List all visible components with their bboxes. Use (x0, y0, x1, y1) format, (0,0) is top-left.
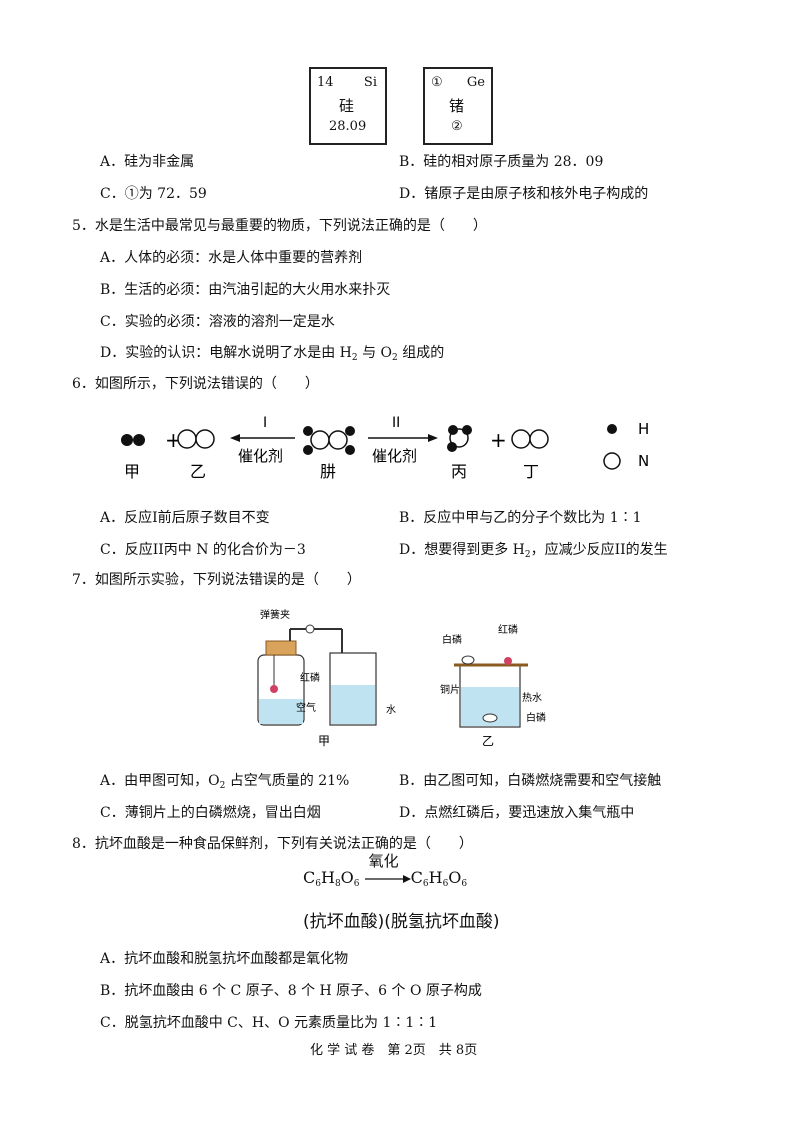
q5-stem: 5．水是生活中最常见与最重要的物质，下列说法正确的是（ ） (72, 218, 487, 234)
svg-text:热水: 热水 (522, 691, 542, 704)
q4-option-d: D．锗原子是由原子核和核外电子构成的 (399, 186, 649, 202)
svg-text:乙: 乙 (190, 462, 206, 481)
equation-arrow-label: 氧化 (368, 852, 399, 870)
equation-compound-names: (抗坏血酸)(脱氢抗坏血酸) (303, 912, 500, 932)
q6-option-d: D．想要得到更多 H2，应减少反应II的发生 (399, 542, 668, 560)
si-mass: 28.09 (329, 119, 367, 134)
q6-stem: 6．如图所示，下列说法错误的（ ） (72, 376, 319, 392)
svg-text:丁: 丁 (523, 462, 539, 481)
svg-text:+: + (165, 428, 182, 452)
q4-option-c: C．①为 72．59 (100, 186, 207, 202)
q6-option-c: C．反应II丙中 N 的化合价为－3 (100, 542, 306, 558)
q7-option-b: B．由乙图可知，白磷燃烧需要和空气接触 (399, 773, 662, 789)
svg-text:肼: 肼 (320, 462, 336, 481)
q7-option-a: A．由甲图可知，O2 占空气质量的 21% (100, 773, 350, 791)
silicon-element-card: 14 Si 硅 28.09 (309, 67, 387, 145)
svg-text:乙: 乙 (482, 734, 494, 748)
q4-option-a: A．硅为非金属 (100, 154, 195, 170)
svg-text:I: I (263, 415, 267, 431)
svg-text:N: N (638, 452, 649, 470)
svg-text:+: + (490, 428, 507, 452)
ge-symbol: Ge (466, 75, 485, 90)
svg-text:甲: 甲 (124, 462, 140, 481)
svg-text:催化剂: 催化剂 (372, 447, 417, 465)
svg-text:白磷: 白磷 (526, 711, 546, 724)
page-footer: 化 学 试 卷 第 2页 共 8页 (310, 1043, 478, 1058)
ascorbic-acid-equation: C6H8O6 氧化 C6H6O6 (303, 852, 468, 889)
germanium-element-card: ① Ge 锗 ② (423, 67, 493, 145)
q7-stem: 7．如图所示实验，下列说法错误的是（ ） (72, 572, 361, 588)
svg-text:催化剂: 催化剂 (238, 447, 283, 465)
q5-option-b: B．生活的必须：由汽油引起的大火用水来扑灭 (100, 282, 391, 298)
combustion-experiment-diagram: 弹簧夹 红磷 空气 水 甲 白磷 红磷 铜片 热水 白磷 乙 (257, 608, 546, 748)
q8-stem: 8．抗坏血酸是一种食品保鲜剂，下列有关说法正确的是（ ） (72, 836, 473, 852)
ge-mass: ② (451, 119, 463, 134)
q5-option-a: A．人体的必须：水是人体中重要的营养剂 (100, 250, 363, 266)
q8-option-a: A．抗坏血酸和脱氢抗坏血酸都是氧化物 (100, 951, 349, 967)
svg-text:弹簧夹: 弹簧夹 (260, 608, 290, 621)
q6-option-a: A．反应Ⅰ前后原子数目不变 (100, 510, 270, 526)
q5-option-c: C．实验的必须：溶液的溶剂一定是水 (100, 314, 335, 330)
svg-text:白磷: 白磷 (442, 633, 462, 646)
si-name: 硅 (339, 97, 355, 115)
q8-option-b: B．抗坏血酸由 6 个 C 原子、8 个 H 原子、6 个 O 原子构成 (100, 983, 482, 999)
q7-option-d: D．点燃红磷后，要迅速放入集气瓶中 (399, 805, 635, 821)
svg-text:空气: 空气 (296, 701, 316, 714)
q6-option-b: B．反应中甲与乙的分子个数比为 1∶1 (399, 510, 642, 526)
ge-atomic-number: ① (431, 75, 443, 90)
svg-text:H: H (638, 420, 649, 438)
svg-text:水: 水 (386, 704, 396, 716)
hydrazine-reaction-diagram: + I 催化剂 II 催化剂 + H N 甲 乙 肼 丙 丁 (121, 415, 649, 481)
ge-name: 锗 (449, 97, 465, 115)
q5-option-d: D．实验的认识：电解水说明了水是由 H2 与 O2 组成的 (100, 345, 445, 363)
q7-option-c: C．薄铜片上的白磷燃烧，冒出白烟 (100, 805, 321, 821)
svg-text:铜片: 铜片 (440, 683, 460, 696)
svg-text:甲: 甲 (318, 734, 330, 748)
si-symbol: Si (363, 75, 377, 90)
svg-text:丙: 丙 (451, 462, 467, 481)
si-atomic-number: 14 (317, 75, 334, 90)
svg-text:红磷: 红磷 (498, 623, 518, 636)
svg-text:II: II (392, 415, 400, 431)
svg-text:红磷: 红磷 (300, 671, 320, 684)
q4-option-b: B．硅的相对原子质量为 28．09 (399, 154, 604, 170)
q8-option-c: C．脱氢抗坏血酸中 C、H、O 元素质量比为 1∶1∶1 (100, 1015, 438, 1031)
